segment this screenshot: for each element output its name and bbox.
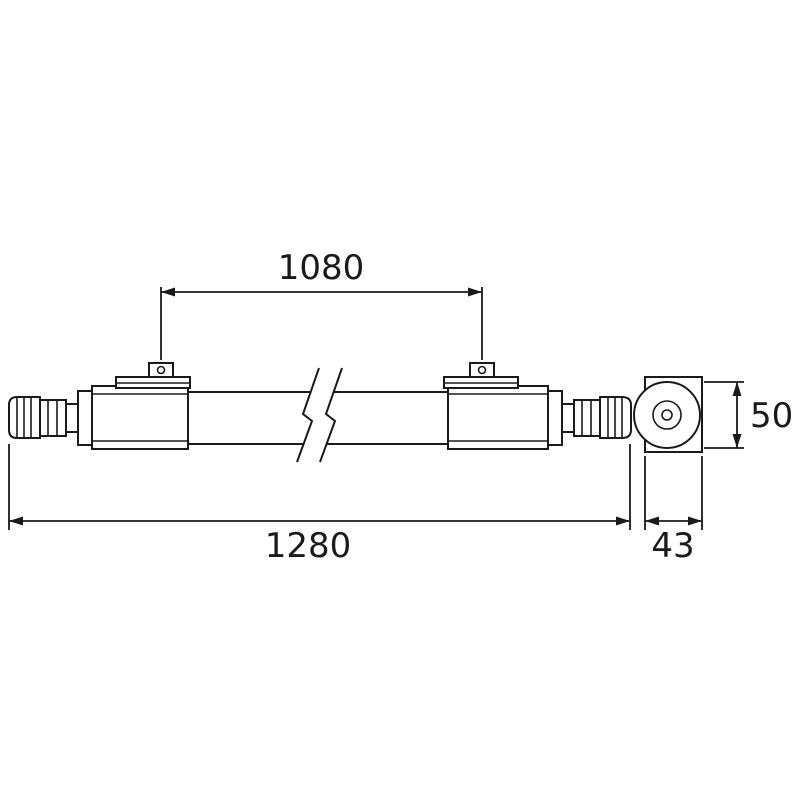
end-view	[633, 376, 703, 453]
break-line-left	[296, 367, 320, 463]
arrowhead-right	[468, 287, 482, 297]
arrowhead-bottom	[732, 434, 742, 448]
arrowhead-right	[688, 516, 702, 526]
collar-right	[547, 390, 563, 446]
collar-left	[77, 390, 93, 446]
end-view-center-hole	[661, 409, 673, 421]
arrowhead-top	[732, 382, 742, 396]
dimension-diameter: 50	[704, 381, 793, 449]
clip-tab-right	[469, 362, 495, 378]
dimension-label-bracket-spacing: 1080	[278, 248, 365, 288]
dimension-label-diameter: 50	[750, 396, 793, 436]
arrowhead-left	[161, 287, 175, 297]
dimension-label-overall-length: 1280	[265, 526, 352, 566]
housing-body-right	[447, 385, 549, 450]
end-view-outer-circle	[633, 381, 701, 449]
cable-gland-right	[547, 390, 632, 446]
mounting-clip-left	[115, 362, 191, 389]
cable-gland-left	[8, 390, 93, 446]
end-view-inner-ring	[652, 400, 682, 430]
gland-nut-left	[39, 399, 67, 437]
break-line-right	[319, 367, 343, 463]
clip-screw-hole-right	[477, 365, 487, 375]
dimension-bracket-spacing: 1080	[160, 248, 483, 360]
mounting-clip-right	[443, 362, 519, 389]
dimension-overall-length: 1280	[8, 444, 631, 566]
arrowhead-left	[645, 516, 659, 526]
arrowhead-right	[616, 516, 630, 526]
gland-step-right	[561, 403, 575, 433]
break-symbol-mask	[297, 368, 342, 462]
dimension-end-width: 43	[644, 456, 703, 566]
housing-left	[91, 385, 189, 450]
gland-step-left	[65, 403, 79, 433]
gland-nut-right	[573, 399, 601, 437]
dimension-label-end-width: 43	[651, 526, 694, 566]
side-view	[8, 362, 632, 463]
housing-body-left	[91, 385, 189, 450]
housing-right	[447, 385, 549, 450]
clip-screw-hole-left	[156, 365, 166, 375]
arrowhead-left	[9, 516, 23, 526]
clip-tab-left	[148, 362, 174, 378]
